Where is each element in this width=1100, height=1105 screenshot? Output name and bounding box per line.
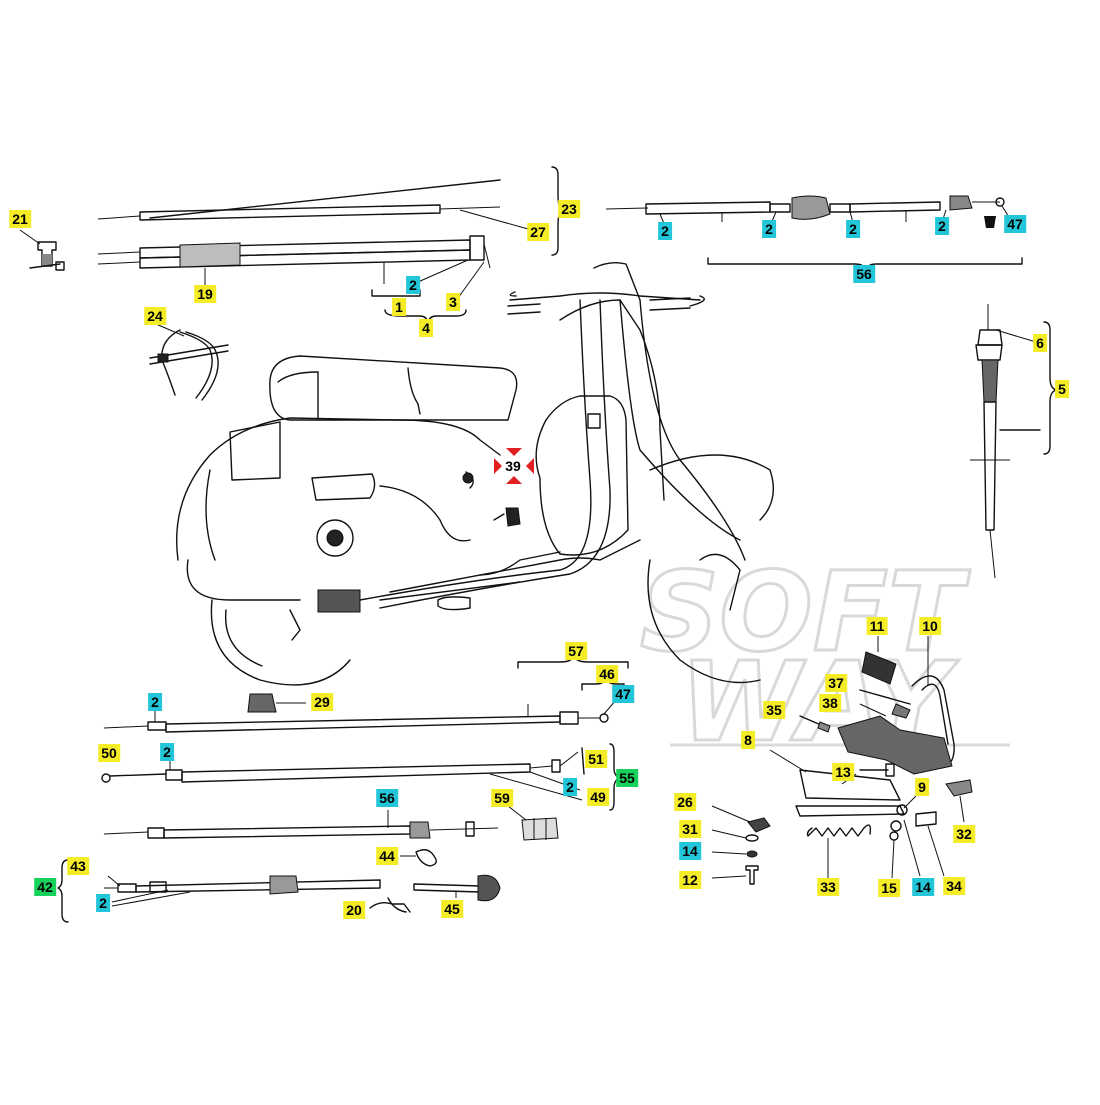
highlight-arrows-icon: [494, 448, 534, 484]
callout-31: 31: [679, 820, 701, 838]
callout-13: 13: [832, 763, 854, 781]
callout-23: 23: [558, 200, 580, 218]
callout-2-cable56-d: 2: [935, 217, 949, 235]
callout-32: 32: [953, 825, 975, 843]
cable-row-56: [103, 805, 559, 841]
callout-56-mid: 56: [376, 789, 398, 807]
callout-29: 29: [311, 693, 333, 711]
callout-2-mid-c: 2: [563, 778, 577, 796]
callout-57: 57: [565, 642, 587, 660]
callout-8: 8: [741, 731, 755, 749]
callout-6: 6: [1033, 334, 1047, 352]
callout-12: 12: [679, 871, 701, 889]
callout-43: 43: [67, 857, 89, 875]
callout-59: 59: [491, 789, 513, 807]
callout-15: 15: [878, 879, 900, 897]
callout-45: 45: [441, 900, 463, 918]
callout-14-right: 14: [912, 878, 934, 896]
callout-9: 9: [915, 778, 929, 796]
callout-10: 10: [919, 617, 941, 635]
callout-4: 4: [419, 319, 433, 337]
callout-34: 34: [943, 877, 965, 895]
stand-assembly: [711, 636, 973, 885]
callout-49: 49: [587, 788, 609, 806]
cable-group-top-left: [97, 166, 565, 323]
callout-21: 21: [9, 210, 31, 228]
callout-33: 33: [817, 878, 839, 896]
callout-2-cable56-a: 2: [658, 222, 672, 240]
callout-11: 11: [866, 617, 888, 635]
callout-1: 1: [392, 298, 406, 316]
callout-50: 50: [98, 744, 120, 762]
callout-2-top-left: 2: [406, 276, 420, 294]
callout-26: 26: [674, 793, 696, 811]
cable-row-29-57: [103, 655, 629, 733]
callout-2-mid-a: 2: [148, 693, 162, 711]
callout-2-mid-b: 2: [160, 743, 174, 761]
cable-vertical-right: [970, 304, 1057, 579]
callout-3: 3: [446, 293, 460, 311]
callout-14-left: 14: [679, 842, 701, 860]
callout-2-bottom: 2: [96, 894, 110, 912]
callout-39: 39: [502, 457, 524, 475]
scooter-illustration: [175, 261, 774, 686]
callout-51: 51: [585, 750, 607, 768]
watermark-logo: SOFT WAY: [639, 547, 1010, 768]
callout-5: 5: [1055, 380, 1069, 398]
callout-19: 19: [194, 285, 216, 303]
cable-row-42: [57, 849, 501, 923]
callout-47-top: 47: [1004, 215, 1026, 233]
callout-24: 24: [144, 307, 166, 325]
cable-row-50-55: [101, 743, 621, 811]
callout-46: 46: [596, 665, 618, 683]
callout-42: 42: [34, 878, 56, 896]
callout-37: 37: [825, 674, 847, 692]
callout-44: 44: [376, 847, 398, 865]
callout-2-cable56-c: 2: [846, 220, 860, 238]
callout-27: 27: [527, 223, 549, 241]
part-24-clip: [149, 323, 229, 401]
svg-text:SOFT: SOFT: [640, 548, 971, 676]
callout-47-mid: 47: [612, 685, 634, 703]
callout-56-top: 56: [853, 265, 875, 283]
cable-group-top-right: [605, 195, 1023, 271]
callout-2-cable56-b: 2: [762, 220, 776, 238]
callout-35: 35: [763, 701, 785, 719]
callout-20: 20: [343, 901, 365, 919]
callout-55: 55: [616, 769, 638, 787]
callout-38: 38: [819, 694, 841, 712]
part-21-adjuster: [19, 229, 65, 271]
